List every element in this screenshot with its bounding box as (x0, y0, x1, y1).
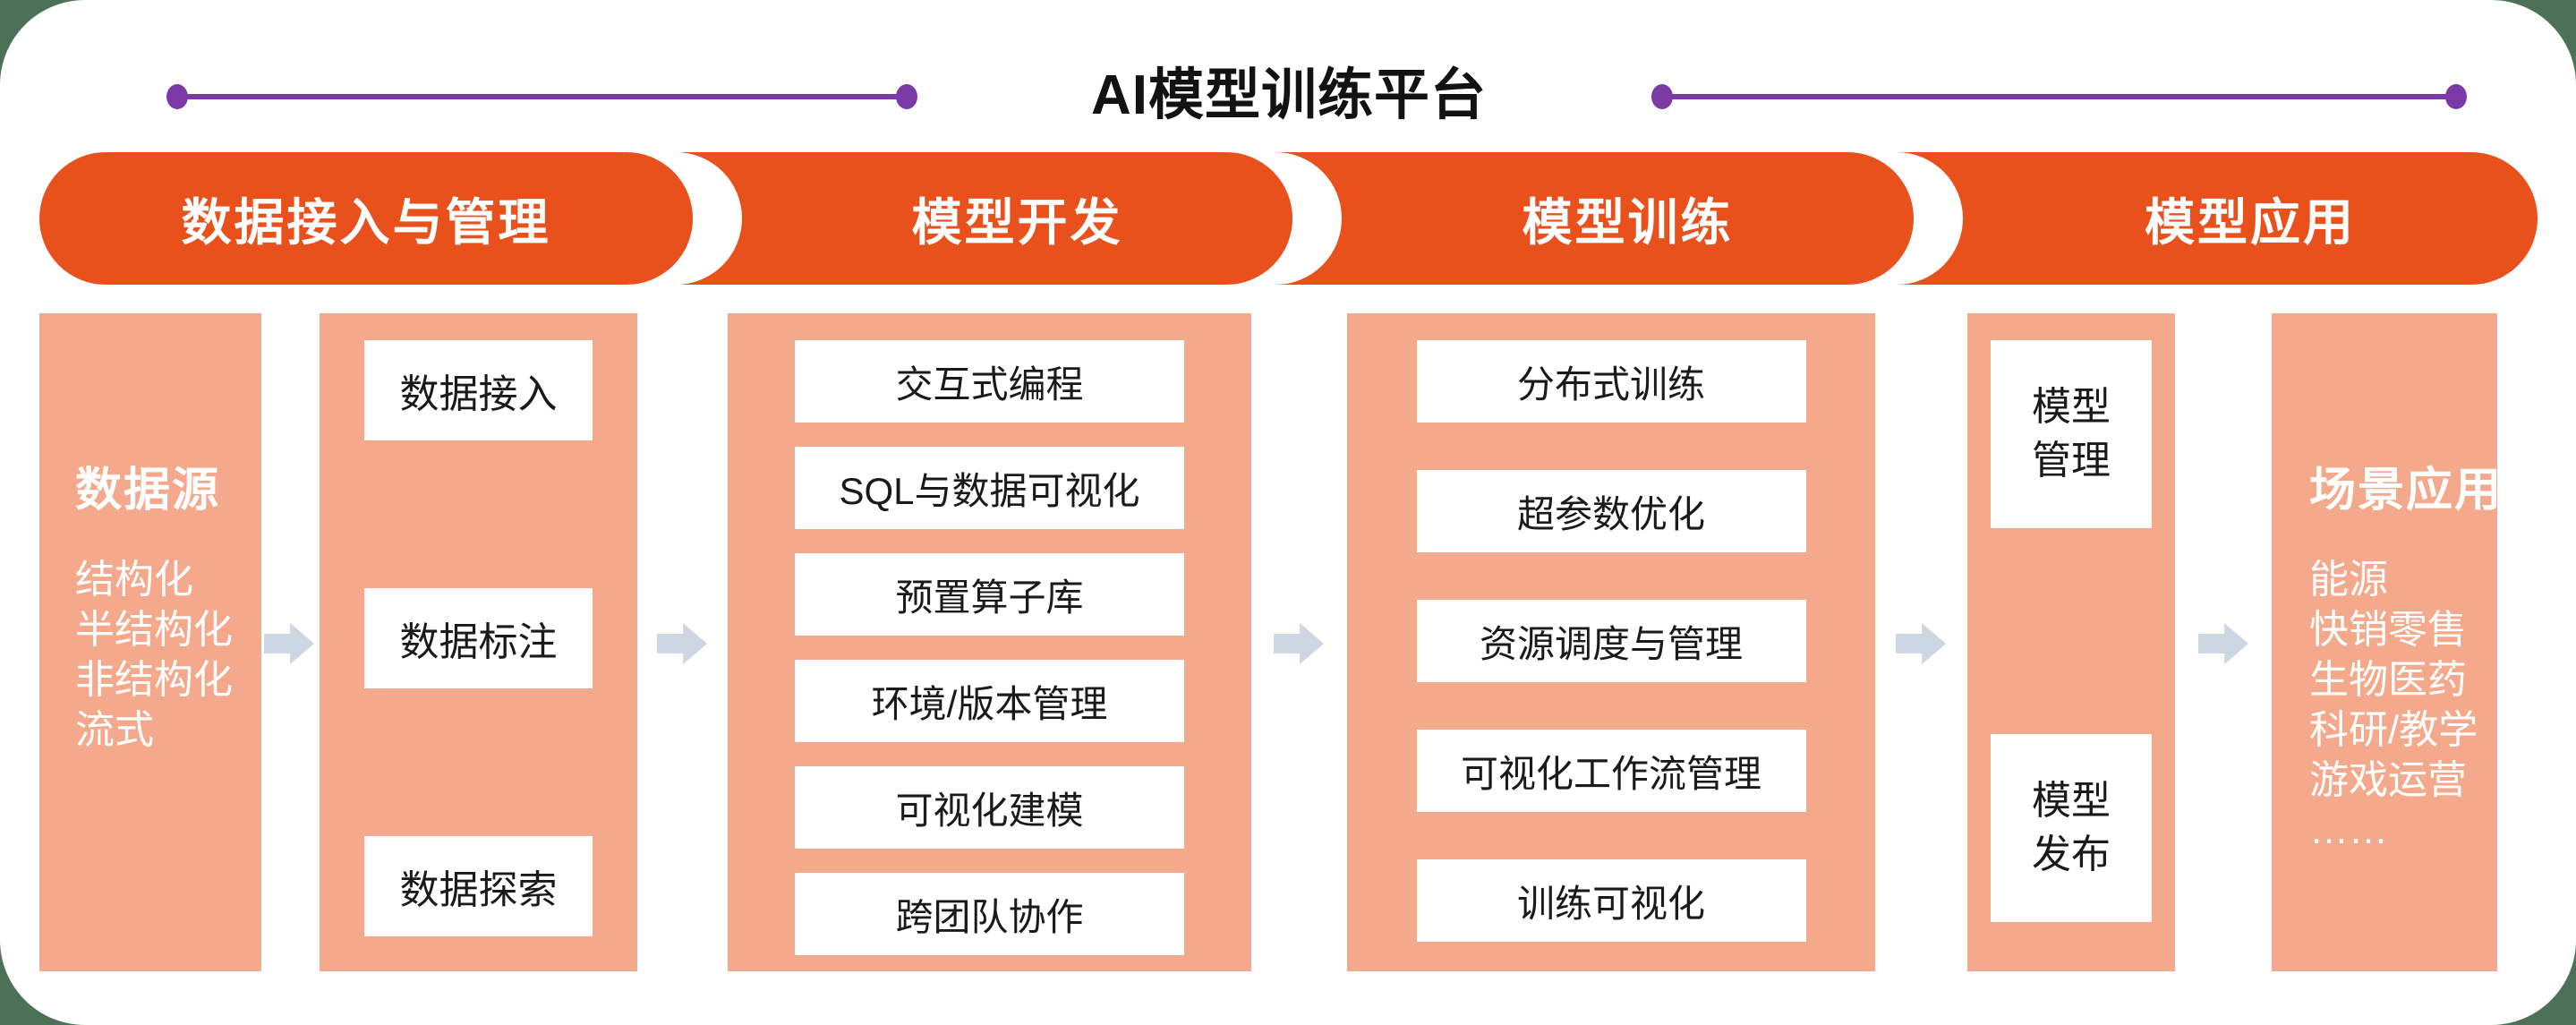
feature-box-line: 发布 (2032, 833, 2111, 876)
feature-box-line: 模型 (2032, 385, 2111, 429)
panel-item: 科研/教学 (2309, 708, 2478, 752)
feature-box: 交互式编程 (795, 340, 1184, 423)
panel-scenario-applications: 场景应用 能源 快销零售 生物医药 科研/教学 游戏运营 …… (2272, 313, 2503, 971)
feature-box: 模型 管理 (1991, 340, 2152, 528)
feature-box: 分布式训练 (1416, 340, 1806, 423)
panel-model-development: 交互式编程 SQL与数据可视化 预置算子库 环境/版本管理 可视化建模 跨团队协… (728, 313, 1251, 971)
panel-item-list: 结构化 半结构化 非结构化 流式 (75, 555, 243, 756)
panel-item: 快销零售 (2309, 608, 2467, 652)
panel-title: 场景应用 (2309, 465, 2503, 517)
panel-item: 半结构化 (75, 608, 233, 652)
panel-item: 结构化 (75, 558, 193, 602)
feature-box: 资源调度与管理 (1416, 600, 1806, 682)
rule-dot-icon (896, 84, 917, 109)
stage-pill-data-access: 数据接入与管理 (39, 152, 693, 285)
feature-box: 环境/版本管理 (795, 660, 1184, 742)
feature-box: 训练可视化 (1416, 859, 1806, 942)
rule-dot-icon (2445, 84, 2467, 109)
title-rule-right (1651, 84, 2467, 109)
rule-dot-icon (1651, 84, 1673, 109)
feature-box: 数据标注 (364, 588, 593, 688)
panel-model-application: 模型 管理 模型 发布 (1967, 313, 2175, 971)
panel-data-management: 数据接入 数据标注 数据探索 (320, 313, 637, 971)
panel-item: 非结构化 (75, 658, 233, 702)
panel-data-sources: 数据源 结构化 半结构化 非结构化 流式 (39, 313, 261, 971)
feature-box: 数据探索 (364, 836, 593, 936)
panel-model-training: 分布式训练 超参数优化 资源调度与管理 可视化工作流管理 训练可视化 (1347, 313, 1875, 971)
title-rule-left (166, 84, 917, 109)
panel-item: 生物医药 (2309, 658, 2467, 702)
panel-title: 数据源 (75, 465, 221, 517)
page-title: AI模型训练平台 (1090, 64, 1487, 126)
feature-box: 超参数优化 (1416, 470, 1806, 552)
feature-box: 跨团队协作 (795, 873, 1184, 955)
feature-box: SQL与数据可视化 (795, 447, 1184, 529)
panel-item: 游戏运营 (2309, 758, 2467, 802)
panel-item: …… (2309, 808, 2388, 852)
feature-box-line: 模型 (2032, 779, 2111, 823)
feature-box-line: 管理 (2032, 439, 2111, 483)
feature-box: 数据接入 (364, 340, 593, 440)
panel-item-list: 能源 快销零售 生物医药 科研/教学 游戏运营 …… (2309, 555, 2483, 856)
stage-pill-model-train: 模型训练 (1155, 152, 1914, 285)
feature-box: 模型 发布 (1991, 734, 2152, 922)
feature-box: 可视化建模 (795, 766, 1184, 849)
rule-dot-icon (166, 84, 188, 109)
panel-item: 流式 (75, 708, 154, 752)
feature-box: 预置算子库 (795, 553, 1184, 636)
feature-box: 可视化工作流管理 (1416, 730, 1806, 812)
panel-item: 能源 (2309, 558, 2388, 602)
